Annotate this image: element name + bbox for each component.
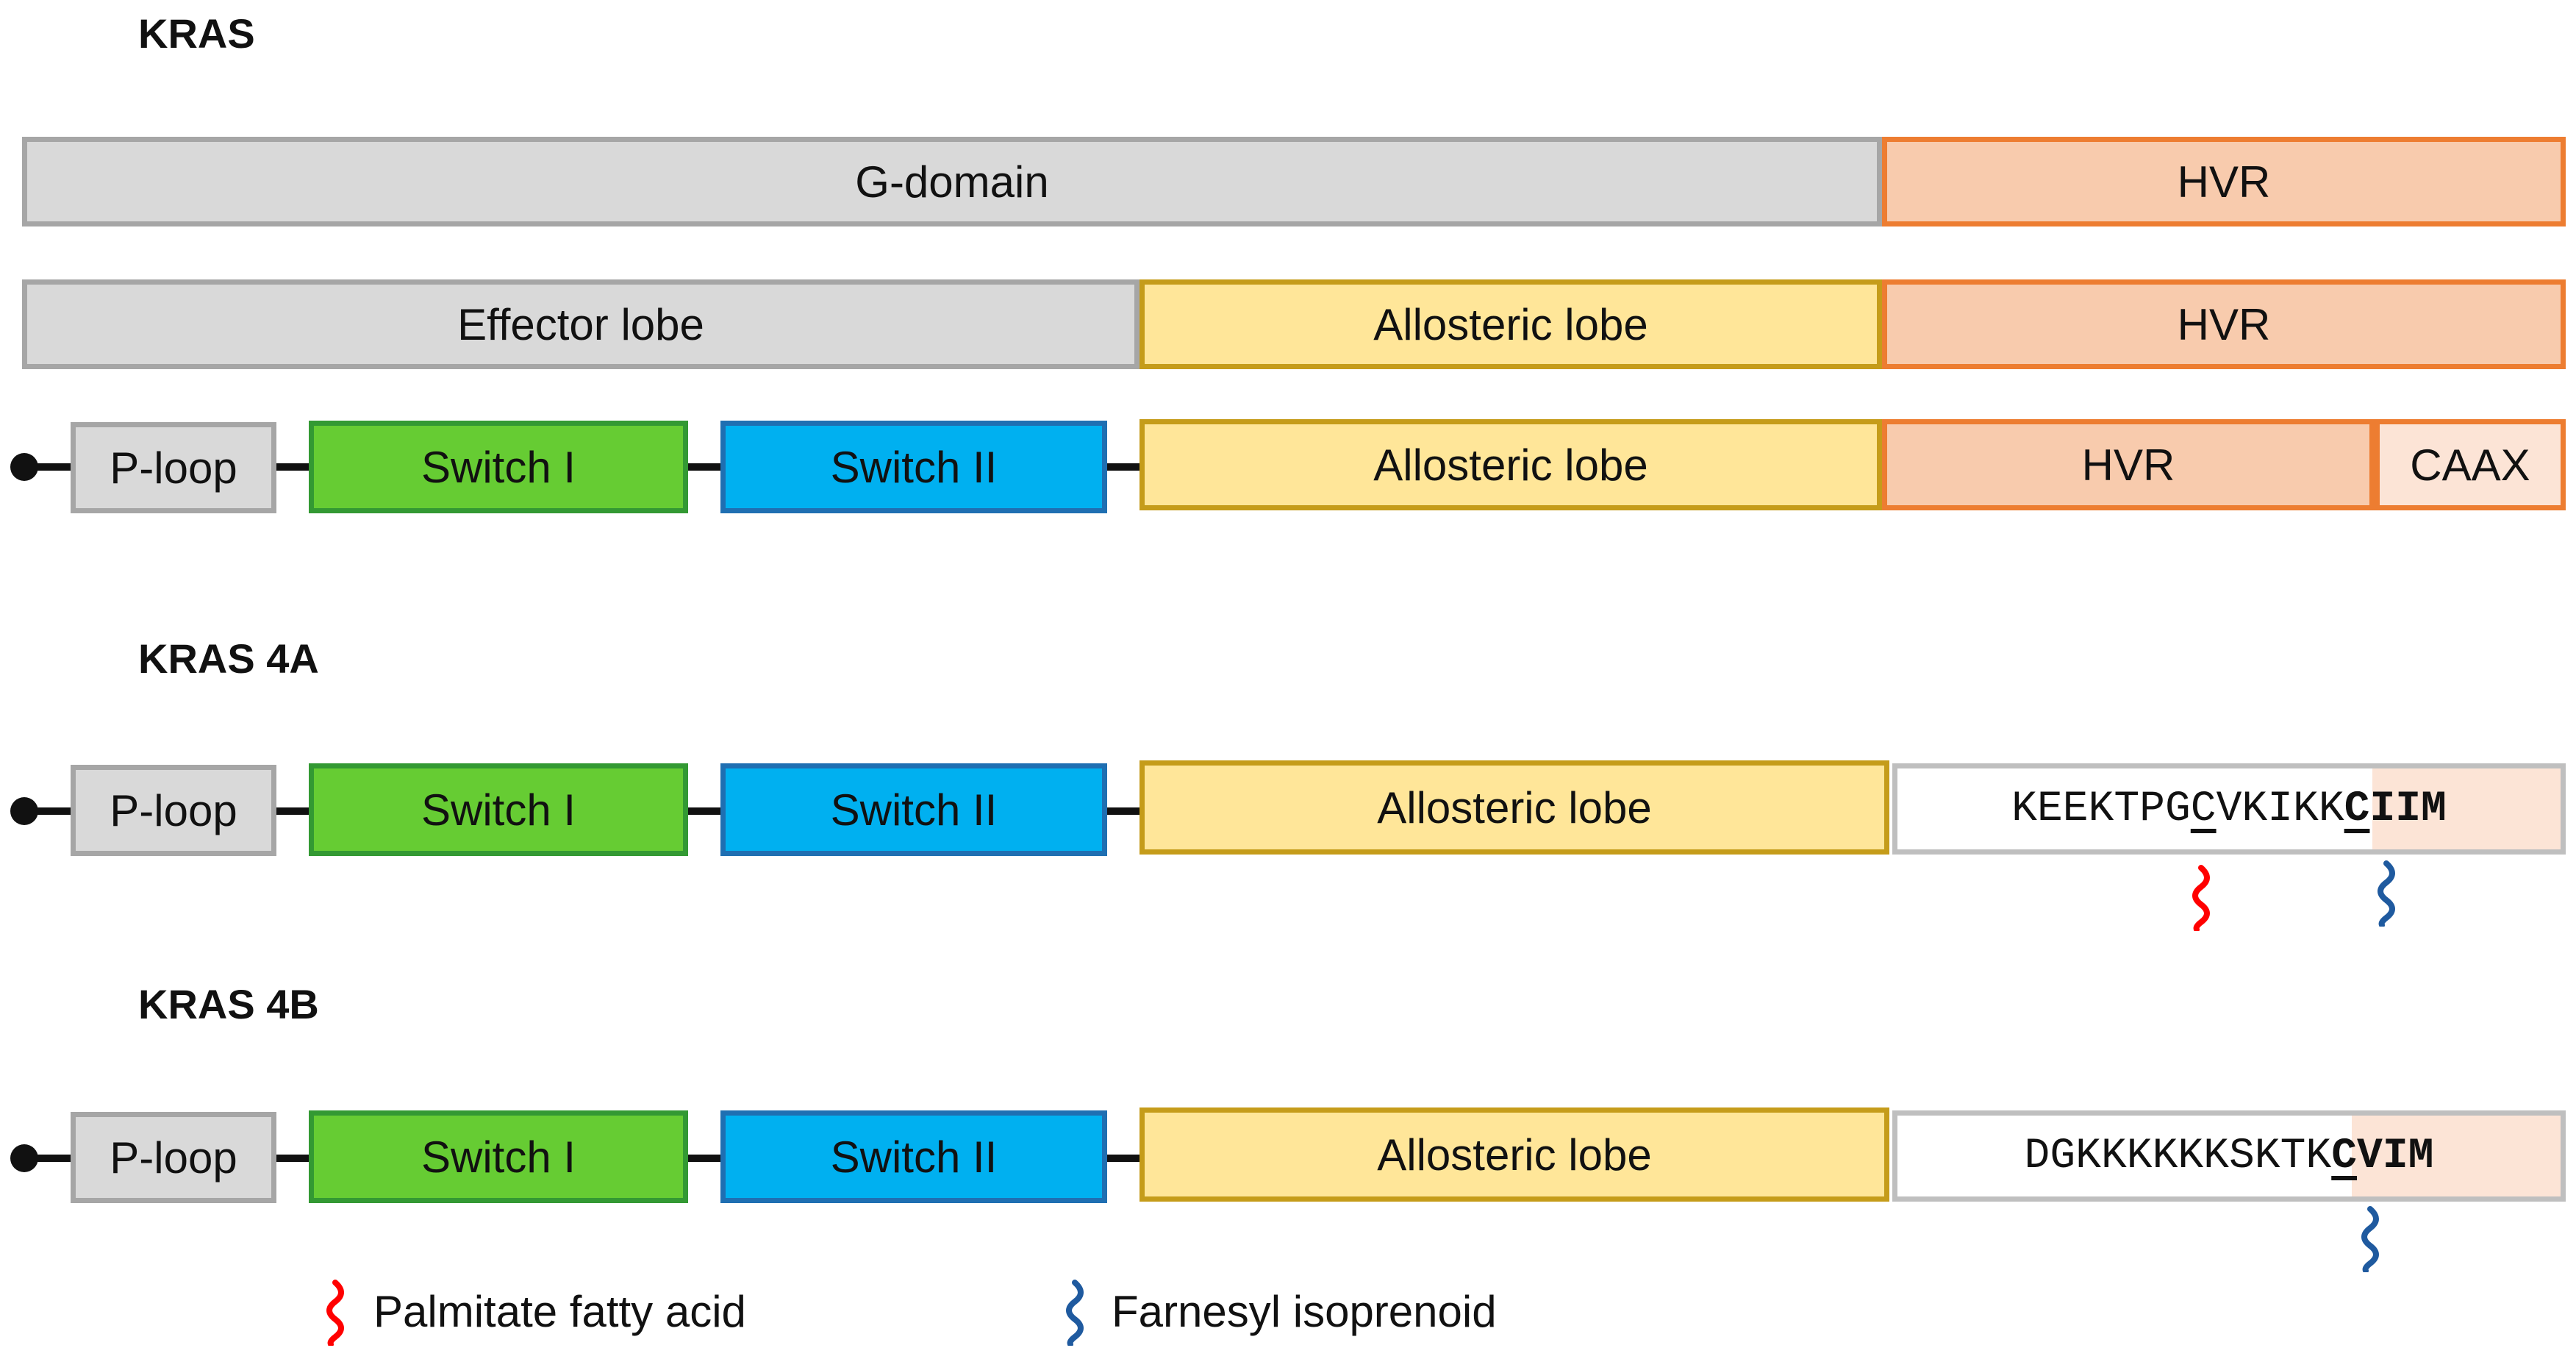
effector-lobe-label: Effector lobe [457,299,704,349]
hvr-label: HVR [2177,157,2271,207]
allosteric-lobe-box-row2: Allosteric lobe [1139,279,1882,369]
switch-1-label: Switch I [421,1132,576,1182]
section-title-kras: KRAS [138,10,255,57]
farnesyl-cysteine: C [2331,1132,2358,1180]
palmitoyl-cysteine: C [2190,785,2217,833]
p-loop-label: P-loop [110,1132,237,1183]
p-loop-label: P-loop [110,785,237,835]
allosteric-lobe-box-row4: Allosteric lobe [1139,760,1889,855]
seq-part: VKIKK [2216,785,2344,833]
g-domain-label: G-domain [855,157,1049,207]
farnesyl-squiggle-icon [2378,860,2395,927]
g-domain-box: G-domain [22,137,1882,226]
hvr-box-row3: HVR [1882,419,2375,510]
allosteric-lobe-label: Allosteric lobe [1373,299,1648,349]
switch-1-label: Switch I [421,442,576,492]
p-loop-box: P-loop [71,422,276,513]
hvr-box-row1: HVR [1882,137,2566,226]
effector-lobe-box: Effector lobe [22,279,1139,369]
hvr-label: HVR [2081,440,2175,490]
p-loop-box: P-loop [71,1112,276,1203]
caax-box: CAAX [2375,419,2566,510]
allosteric-lobe-label: Allosteric lobe [1377,782,1652,832]
legend-farnesyl-label: Farnesyl isoprenoid [1112,1287,1497,1336]
seq-part: VIM [2357,1132,2434,1180]
hvr-label: HVR [2177,299,2271,349]
legend-palmitate-label: Palmitate fatty acid [373,1287,746,1336]
caax-highlight [2372,768,2561,849]
allosteric-lobe-label: Allosteric lobe [1373,440,1648,490]
switch-2-box: Switch II [720,1110,1107,1203]
seq-part: KEEKTPG [2011,785,2191,833]
section-title-kras-4a: KRAS 4A [138,635,319,682]
switch-2-box: Switch II [720,421,1107,513]
switch-2-label: Switch II [830,1132,998,1182]
section-title-kras-4b: KRAS 4B [138,981,319,1027]
p-loop-label: P-loop [110,443,237,493]
switch-2-label: Switch II [830,785,998,835]
allosteric-lobe-box-row5: Allosteric lobe [1139,1107,1889,1202]
hvr-box-row2: HVR [1882,279,2566,369]
switch-2-box: Switch II [720,763,1107,856]
switch-2-label: Switch II [830,442,998,492]
switch-1-box: Switch I [309,421,688,513]
caax-highlight [2352,1116,2561,1196]
allosteric-lobe-box-row3: Allosteric lobe [1139,419,1882,510]
p-loop-box: P-loop [71,765,276,856]
farnesyl-cysteine: C [2344,785,2370,833]
palmitate-squiggle-icon [2192,865,2210,931]
seq-part: DGKKKKKKSKTK [2024,1132,2332,1180]
switch-1-box: Switch I [309,1110,688,1203]
seq-part: IIM [2369,785,2447,833]
allosteric-lobe-label: Allosteric lobe [1377,1130,1652,1180]
legend-palmitate-icon [326,1280,344,1346]
caax-label: CAAX [2410,440,2530,490]
switch-1-label: Switch I [421,785,576,835]
switch-1-box: Switch I [309,763,688,856]
farnesyl-squiggle-icon [2361,1206,2379,1272]
legend-farnesyl-icon [1066,1280,1084,1346]
